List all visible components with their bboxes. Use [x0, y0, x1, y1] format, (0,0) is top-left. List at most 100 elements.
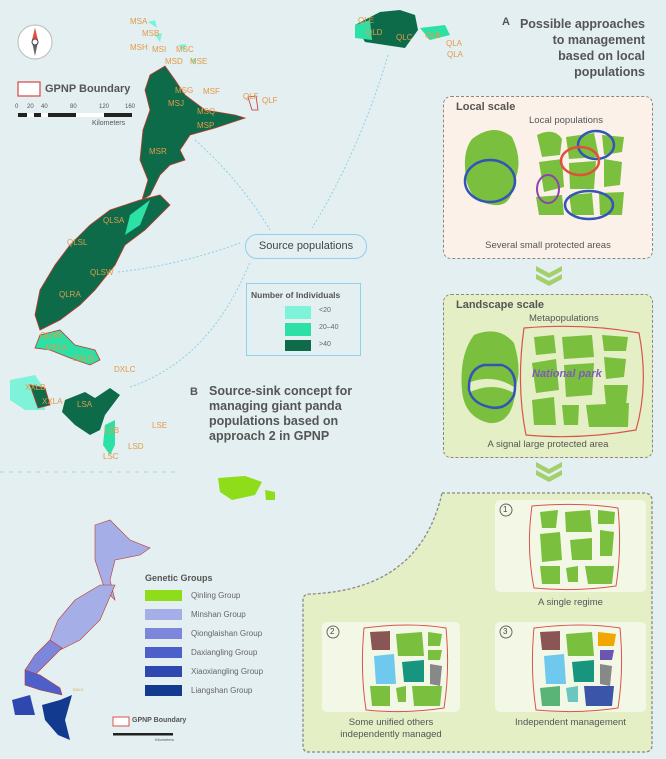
map-label: XXLB	[25, 383, 46, 392]
legend-label: Minshan Group	[191, 610, 246, 619]
scale-unit: Kilometers	[155, 737, 174, 742]
map-label: MSQ	[197, 107, 216, 116]
arrow	[129, 261, 251, 388]
map-label: MSJ	[168, 99, 184, 108]
chevron-down-icon	[536, 462, 562, 482]
scale-tick: 40	[41, 104, 48, 110]
map-label: MSI	[152, 45, 167, 54]
legend-swatch	[145, 590, 182, 601]
legend-swatch	[285, 340, 311, 351]
map-label: LSB	[104, 426, 120, 435]
map-label: DXLC	[114, 365, 136, 374]
map-label: DXLC	[73, 687, 84, 692]
qionglai-range	[34, 194, 171, 331]
landscape-scale-box: Landscape scale Metapopulations National…	[443, 294, 653, 458]
landscape-scale-illustration	[461, 325, 644, 438]
option-caption: Some unified others independently manage…	[340, 717, 442, 740]
daxiangling-range	[34, 329, 101, 366]
map-label: MSD	[165, 57, 183, 66]
legend-swatch	[145, 628, 182, 639]
box-caption: Several small protected areas	[485, 240, 611, 251]
local-scale-illustration	[463, 129, 624, 221]
map-label: QLC	[396, 33, 413, 42]
map-label: QLHB	[40, 331, 62, 340]
map-label: QLE	[358, 16, 375, 25]
map-label: QLSL	[67, 238, 88, 247]
scale-tick: 160	[125, 104, 136, 110]
liangshan-range	[62, 388, 120, 435]
map-label: MSR	[149, 147, 167, 156]
scale-tick: 20	[27, 104, 34, 110]
map-label: LSC	[103, 452, 119, 461]
map-label: MSB	[142, 29, 160, 38]
map-label: MSG	[175, 86, 194, 95]
legend-label: 20–40	[319, 324, 339, 331]
box-title: Landscape scale	[456, 299, 545, 311]
flow-arrows	[117, 54, 389, 388]
option-number: 1	[503, 505, 508, 514]
panel-b-letter: B	[190, 386, 198, 398]
map-label: MSA	[130, 17, 148, 26]
arrow	[194, 139, 271, 231]
map-label: LSD	[128, 442, 144, 451]
source-populations-pill: Source populations	[245, 234, 367, 259]
boundary-legend-label: GPNP Boundary	[45, 83, 131, 95]
map-label: MSP	[197, 121, 215, 130]
map-label: LSA	[77, 400, 93, 409]
map-label: MSH	[130, 43, 148, 52]
legend-title: Genetic Groups	[145, 573, 213, 583]
arrow	[311, 54, 389, 229]
map-label: QLSA	[103, 216, 125, 225]
legend-swatch	[145, 666, 182, 677]
genetic-map	[12, 476, 275, 740]
map-label: XXLA	[42, 397, 63, 406]
legend-label: >40	[319, 341, 331, 348]
box-subtitle: Metapopulations	[529, 313, 599, 324]
map-label: QLSW	[90, 268, 114, 277]
individuals-legend: Number of Individuals <20 20–40 >40	[246, 283, 361, 356]
minshan-range	[139, 65, 247, 201]
legend-label: Liangshan Group	[191, 686, 253, 695]
panel-a-letter: A	[502, 16, 510, 28]
map-label: QLF	[262, 96, 278, 105]
legend-label: Daxiangling Group	[191, 648, 258, 657]
legend-title: Number of Individuals	[251, 290, 341, 300]
legend-swatch	[285, 306, 311, 319]
arrow	[117, 242, 241, 273]
panel-a-title: Possible approaches to management based …	[519, 17, 645, 79]
scale-unit: Kilometers	[92, 120, 126, 127]
population-map	[10, 10, 450, 455]
boundary-legend-label: GPNP Boundary	[132, 717, 187, 724]
map-label: QLA	[446, 39, 463, 48]
scale-tick: 80	[70, 104, 77, 110]
box-caption: A signal large protected area	[487, 439, 609, 450]
option-number: 3	[503, 627, 508, 636]
map-label: LSE	[152, 421, 168, 430]
legend-swatch	[145, 685, 182, 696]
map-label: DXLA	[46, 343, 67, 352]
map-label: MSF	[203, 87, 220, 96]
scale-tick: 0	[15, 104, 19, 110]
local-scale-box: Local scale Local populations Several sm…	[443, 96, 653, 259]
option-number: 2	[330, 627, 335, 636]
box-title: Local scale	[456, 101, 516, 113]
legend-label: <20	[319, 307, 331, 314]
legend-label: Xiaoxiangling Group	[191, 667, 264, 676]
scale-bar-2	[113, 733, 173, 736]
option-caption: Independent management	[515, 717, 626, 728]
legend-swatch	[285, 323, 311, 336]
map-label: QLD	[366, 28, 383, 37]
map-label: MSE	[190, 57, 208, 66]
chevron-down-icon	[536, 266, 562, 286]
legend-label: Qinling Group	[191, 591, 241, 600]
legend-swatch	[145, 647, 182, 658]
legend-label: Qionglaishan Group	[191, 629, 263, 638]
map-label: QLB	[425, 31, 442, 40]
panel-b-title: Source-sink concept for managing giant p…	[209, 384, 353, 443]
scale-bar	[18, 113, 132, 117]
map-label: QLA	[447, 50, 464, 59]
legend-swatch	[145, 609, 182, 620]
boundary-swatch	[17, 81, 41, 97]
scale-tick: 120	[99, 104, 110, 110]
